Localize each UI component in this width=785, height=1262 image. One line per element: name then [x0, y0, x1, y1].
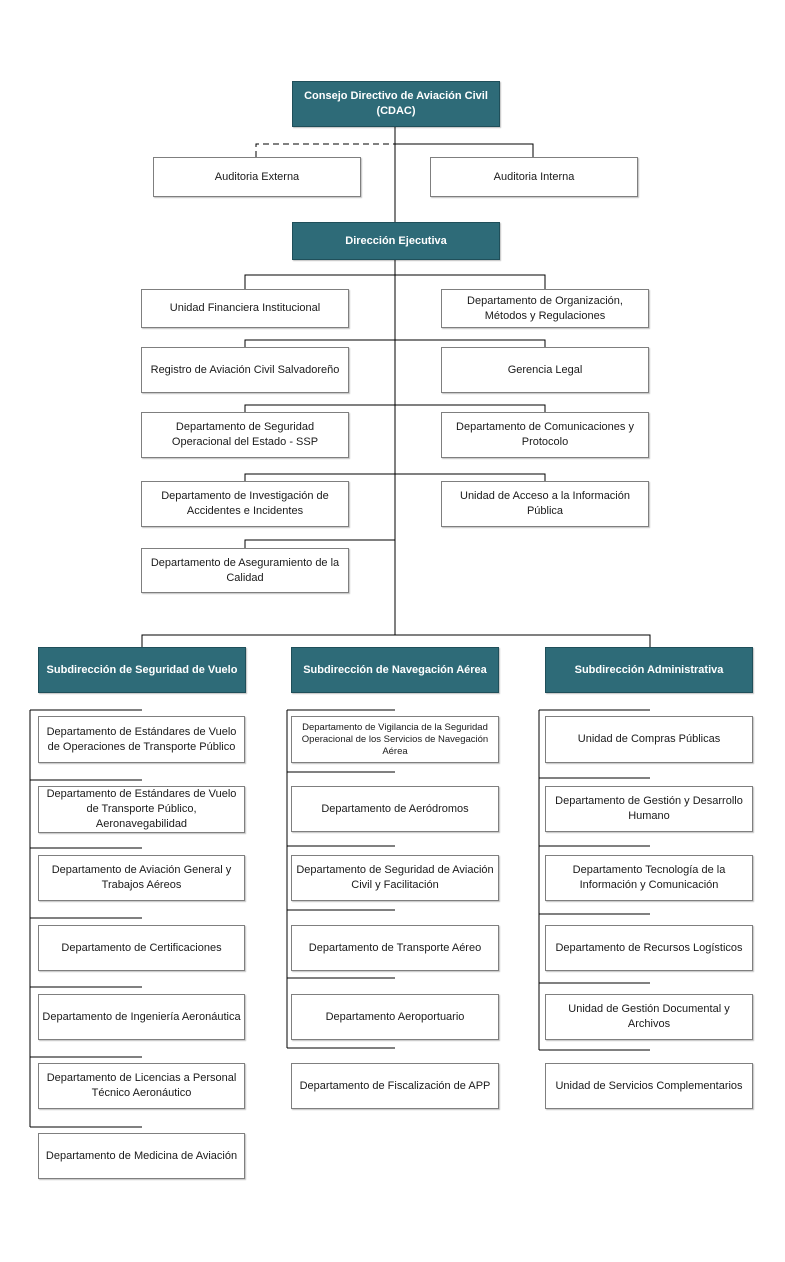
staff-unit-label: Unidad de Acceso a la Información Públic… [460, 490, 630, 517]
unit-box: Departamento de Recursos Logísticos [545, 925, 753, 971]
staff-unit-box: Departamento de Organización, Métodos y … [441, 289, 649, 328]
unit-box: Unidad de Gestión Documental y Archivos [545, 994, 753, 1040]
unit-label: Departamento de Fiscalización de APP [299, 1079, 491, 1092]
unit-box: Departamento de Certificaciones [38, 925, 245, 971]
auditoria-externa-label: Auditoria Externa [214, 170, 300, 183]
connector-line [141, 634, 651, 647]
staff-unit-label: Departamento de Investigación de Acciden… [161, 490, 329, 517]
unit-label: Unidad de Compras Públicas [577, 733, 721, 745]
connector-line [244, 339, 546, 347]
staff-unit-label: Gerencia Legal [507, 363, 583, 376]
staff-unit-label: Unidad Financiera Institucional [169, 302, 321, 314]
unit-box: Unidad de Servicios Complementarios [545, 1063, 753, 1109]
staff-unit-label: Departamento de Organización, Métodos y … [467, 294, 623, 322]
unit-box: Departamento de Aeródromos [291, 786, 499, 832]
unit-label: Departamento Tecnología de la Informació… [572, 864, 726, 891]
direccion-ejecutiva-box: Dirección Ejecutiva [292, 222, 500, 260]
subdireccion-administrativa-box: Subdirección Administrativa [545, 647, 753, 693]
unit-label: Departamento de Licencias a Personal Téc… [46, 1072, 237, 1099]
staff-unit-label: Registro de Aviación Civil Salvadoreño [150, 363, 340, 376]
unit-label: Unidad de Servicios Complementarios [555, 1079, 743, 1092]
unit-label: Unidad de Gestión Documental y Archivos [568, 1003, 730, 1030]
unit-label: Departamento de Estándares de Vuelo de O… [46, 725, 237, 753]
unit-label: Departamento de Ingeniería Aeronáutica [42, 1010, 241, 1023]
auditoria-interna-box: Auditoria Interna [430, 157, 638, 197]
staff-unit-box: Registro de Aviación Civil Salvadoreño [141, 347, 349, 393]
unit-box: Departamento de Medicina de Aviación [38, 1133, 245, 1179]
subdireccion-title: Subdirección de Seguridad de Vuelo [46, 663, 238, 676]
unit-box: Departamento Tecnología de la Informació… [545, 855, 753, 901]
auditoria-interna-label: Auditoria Interna [493, 170, 575, 183]
staff-unit-label: Departamento de Aseguramiento de la Cali… [150, 556, 340, 584]
unit-box: Departamento de Aviación General y Traba… [38, 855, 245, 901]
unit-box: Unidad de Compras Públicas [545, 716, 753, 763]
unit-box: Departamento de Fiscalización de APP [291, 1063, 499, 1109]
unit-label: Departamento de Certificaciones [61, 941, 222, 954]
connector-line [395, 143, 534, 157]
connector-line [244, 539, 395, 548]
staff-unit-label: Departamento de Comunicaciones y Protoco… [456, 421, 634, 448]
connector-line [244, 473, 546, 481]
unit-label: Departamento de Seguridad de Aviación Ci… [296, 864, 494, 891]
cdac-label: Consejo Directivo de Aviación Civil (CDA… [304, 90, 488, 117]
subdireccion-title: Subdirección de Navegación Aérea [303, 663, 487, 676]
connector-line [244, 404, 546, 412]
unit-box: Departamento Aeroportuario [291, 994, 499, 1040]
unit-box: Departamento de Vigilancia de la Segurid… [291, 716, 499, 763]
unit-box: Departamento de Estándares de Vuelo de T… [38, 786, 245, 833]
unit-label: Departamento de Gestión y Desarrollo Hum… [555, 795, 743, 822]
unit-label: Departamento de Medicina de Aviación [45, 1149, 238, 1162]
staff-unit-box: Departamento de Investigación de Acciden… [141, 481, 349, 527]
unit-label: Departamento de Recursos Logísticos [555, 941, 743, 954]
unit-label: Departamento de Transporte Aéreo [308, 941, 482, 954]
auditoria-externa-box: Auditoria Externa [153, 157, 361, 197]
unit-box: Departamento de Seguridad de Aviación Ci… [291, 855, 499, 901]
staff-unit-box: Departamento de Seguridad Operacional de… [141, 412, 349, 458]
unit-label: Departamento de Aeródromos [321, 802, 469, 815]
unit-label: Departamento de Vigilancia de la Segurid… [301, 721, 489, 757]
staff-unit-box: Departamento de Aseguramiento de la Cali… [141, 548, 349, 593]
subdireccion-seguridad-vuelo-box: Subdirección de Seguridad de Vuelo [38, 647, 246, 693]
unit-box: Departamento de Ingeniería Aeronáutica [38, 994, 245, 1040]
subdireccion-navegacion-aerea-box: Subdirección de Navegación Aérea [291, 647, 499, 693]
subdireccion-title: Subdirección Administrativa [574, 663, 724, 676]
staff-unit-label: Departamento de Seguridad Operacional de… [171, 421, 319, 448]
connector-line [244, 274, 546, 289]
unit-label: Departamento Aeroportuario [325, 1010, 465, 1023]
connector-line [255, 143, 395, 157]
staff-unit-box: Unidad de Acceso a la Información Públic… [441, 481, 649, 527]
direccion-ejecutiva-label: Dirección Ejecutiva [345, 234, 447, 247]
unit-box: Departamento de Licencias a Personal Téc… [38, 1063, 245, 1109]
staff-unit-box: Gerencia Legal [441, 347, 649, 393]
staff-unit-box: Departamento de Comunicaciones y Protoco… [441, 412, 649, 458]
cdac-box: Consejo Directivo de Aviación Civil (CDA… [292, 81, 500, 127]
unit-label: Departamento de Estándares de Vuelo de T… [46, 788, 237, 830]
unit-label: Departamento de Aviación General y Traba… [51, 864, 232, 891]
unit-box: Departamento de Transporte Aéreo [291, 925, 499, 971]
unit-box: Departamento de Gestión y Desarrollo Hum… [545, 786, 753, 832]
unit-box: Departamento de Estándares de Vuelo de O… [38, 716, 245, 763]
staff-unit-box: Unidad Financiera Institucional [141, 289, 349, 328]
